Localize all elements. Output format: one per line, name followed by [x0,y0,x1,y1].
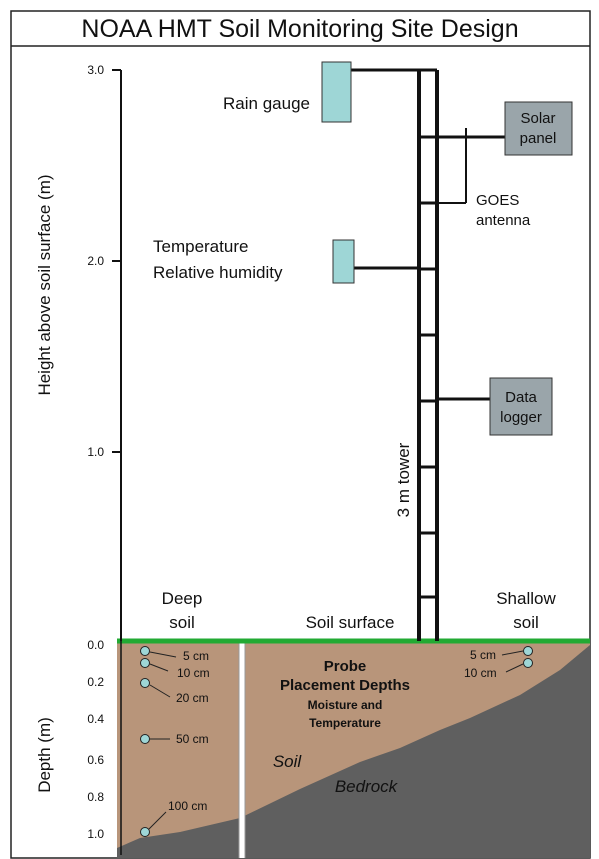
depth-tick-5: 1.0 [87,827,104,841]
deep-probe-5cm [140,646,150,656]
solar-panel-icon [504,101,573,156]
soil-divider [239,641,245,858]
shallow-probe-10cm [523,658,533,668]
deep-probe-50cm [140,734,150,744]
soil-label: Soil [273,752,303,771]
tower-label: 3 m tower [394,442,413,517]
depth-tick-3: 0.6 [87,753,104,767]
shallow-probes: 5 cm 10 cm [464,646,533,680]
deep-probe-label-50: 50 cm [176,732,209,746]
bedrock-area [117,645,590,858]
goes-label-1: GOES [476,192,519,209]
height-axis-label: Height above soil surface (m) [35,174,54,395]
shallow-soil-label-2: soil [513,613,539,632]
tower-rungs [419,135,437,599]
probe-subtitle-1: Moisture and [308,698,383,712]
depth-tick-0: 0.0 [87,638,104,652]
shallow-probe-5cm [523,646,533,656]
rain-gauge-icon [321,61,352,123]
bedrock-label: Bedrock [335,777,399,796]
deep-probe-label-10: 10 cm [177,666,210,680]
solar-label-1: Solar [520,110,555,127]
depth-tick-1: 0.2 [87,675,104,689]
deep-probe-label-20: 20 cm [176,691,209,705]
depth-axis-label: Depth (m) [35,717,54,793]
logger-label-2: logger [500,409,542,426]
height-tick-1: 1.0 [87,445,104,459]
probe-title-1: Probe [324,658,367,675]
deep-probe-10cm [140,658,150,668]
soil-surface-label: Soil surface [306,613,395,632]
rain-gauge-label: Rain gauge [223,94,310,113]
data-logger-icon [489,377,553,436]
diagram-title: NOAA HMT Soil Monitoring Site Design [81,15,518,43]
deep-probe-label-100: 100 cm [168,799,207,813]
deep-probe-100cm [140,827,150,837]
depth-tick-2: 0.4 [87,712,104,726]
deep-soil-label-1: Deep [162,589,203,608]
shallow-probe-label-5: 5 cm [470,648,496,662]
probe-title-2: Placement Depths [280,677,410,694]
height-tick-3: 3.0 [87,63,104,77]
height-tick-2: 2.0 [87,254,104,268]
deep-soil-label-2: soil [169,613,195,632]
shallow-probe-label-10: 10 cm [464,666,497,680]
probe-subtitle-2: Temperature [309,716,381,730]
deep-probes: 5 cm 10 cm 20 cm 50 cm 100 cm [140,646,210,837]
deep-probe-label-5: 5 cm [183,649,209,663]
solar-label-2: panel [520,130,557,147]
depth-tick-4: 0.8 [87,790,104,804]
goes-label-2: antenna [476,212,531,229]
logger-label-1: Data [505,389,537,406]
deep-probe-20cm [140,678,150,688]
shallow-soil-label-1: Shallow [496,589,556,608]
humidity-label: Relative humidity [153,263,283,282]
temperature-label: Temperature [153,237,248,256]
temp-sensor-icon [332,239,355,284]
